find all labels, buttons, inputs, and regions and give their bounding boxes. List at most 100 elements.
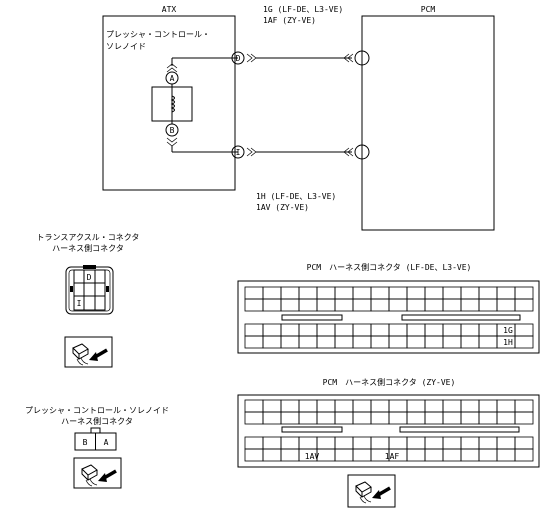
connector-pin-cell (406, 323, 426, 337)
connector-pin-cell (334, 448, 354, 462)
connector-pin-cell (352, 335, 372, 349)
connector-pin-cell (262, 411, 282, 425)
top-wire-label-2: 1AF (ZY-VE) (263, 16, 316, 25)
connector-pin-cell (514, 436, 534, 450)
connector-pin-cell (244, 436, 264, 450)
connector-pin-cell (478, 436, 498, 450)
connector-pin-cell (442, 298, 462, 312)
connector-pin-cell (280, 323, 300, 337)
transaxle-connector: トランスアクスル・コネクタ ハーネス側コネクタ D I (37, 233, 139, 315)
solenoid-conn-title-1: プレッシャ・コントロール・ソレノイド (25, 406, 169, 415)
connector-pin-cell (442, 399, 462, 413)
terminal-b: B (170, 126, 175, 135)
connector-pin-cell (424, 448, 444, 462)
pcm-connector-lf: PCM ハーネス側コネクタ (LF-DE、L3-VE) 1G 1H (237, 262, 540, 354)
terminal-i: I (236, 148, 241, 157)
connector-pin-cell (370, 323, 390, 337)
connector-pin-cell (280, 448, 300, 462)
connector-pin-cell (478, 323, 498, 337)
connector-pin-cell (460, 399, 480, 413)
connector-pin-cell (514, 298, 534, 312)
connector-pin-cell (298, 323, 318, 337)
connector-pin-cell (406, 411, 426, 425)
wire-bottom: I 1H (LF-DE、L3-VE) 1AV (ZY-VE) (231, 144, 370, 212)
connector-pin-cell (298, 286, 318, 300)
solenoid-connector: プレッシャ・コントロール・ソレノイド ハーネス側コネクタ B A (25, 406, 169, 451)
connector-pin-cell (496, 286, 516, 300)
connector-pin-cell (460, 335, 480, 349)
connector-pin-cell (262, 298, 282, 312)
connector-pin-cell (442, 286, 462, 300)
connector-pin-cell (478, 298, 498, 312)
connector-pin-cell (352, 323, 372, 337)
connector-pin-cell (424, 323, 444, 337)
connector-pin-cell (370, 411, 390, 425)
connector-pin-cell (388, 335, 408, 349)
connector-pin-cell (316, 436, 336, 450)
connector-pin-cell (280, 335, 300, 349)
connector-pin-cell (442, 323, 462, 337)
solenoid-pin-b: B (83, 438, 88, 447)
connector-pin-cell (244, 286, 264, 300)
pcm-lf-pin-1h: 1H (503, 338, 513, 347)
solenoid-symbol: A B (151, 57, 238, 153)
connector-pin-cell (352, 298, 372, 312)
pcm-label: PCM (421, 5, 436, 14)
connector-pin-cell (442, 335, 462, 349)
connector-pin-cell (352, 448, 372, 462)
connector-pin-cell (460, 323, 480, 337)
connector-pin-cell (406, 399, 426, 413)
connector-pin-cell (388, 436, 408, 450)
connector-pin-cell (460, 298, 480, 312)
pcm-lf-pin-1g: 1G (503, 326, 513, 335)
connector-pin-cell (262, 335, 282, 349)
transaxle-pin-d: D (87, 273, 92, 282)
connector-pin-cell (316, 286, 336, 300)
connector-pin-cell (334, 436, 354, 450)
connector-pin-cell (280, 399, 300, 413)
connector-pin-cell (334, 298, 354, 312)
connector-pin-cell (496, 411, 516, 425)
connector-pin-cell (262, 286, 282, 300)
connector-plug-icon (73, 457, 122, 489)
connector-pin-cell (460, 411, 480, 425)
connector-pin-cell (298, 335, 318, 349)
pcm-zy-pin-1av: 1AV (305, 452, 320, 461)
connector-pin-cell (352, 411, 372, 425)
pcm-zy-pin-1af: 1AF (385, 452, 400, 461)
connector-pin-cell (478, 335, 498, 349)
connector-pin-cell (406, 335, 426, 349)
connector-pin-cell (406, 298, 426, 312)
connector-pin-cell (442, 411, 462, 425)
connector-pin-cell (514, 448, 534, 462)
connector-pin-cell (406, 448, 426, 462)
connector-pin-cell (244, 298, 264, 312)
connector-pin-cell (280, 436, 300, 450)
connector-pin-cell (442, 436, 462, 450)
solenoid-label-line1: プレッシャ・コントロール・ (106, 30, 210, 39)
pcm-lf-title: PCM ハーネス側コネクタ (LF-DE、L3-VE) (307, 262, 472, 272)
connector-pin-cell (298, 436, 318, 450)
connector-pin-cell (496, 298, 516, 312)
wire-top: D 1G (LF-DE、L3-VE) 1AF (ZY-VE) (231, 5, 370, 66)
connector-pin-cell (352, 436, 372, 450)
connector-pin-cell (244, 411, 264, 425)
pcm-connector-zy: PCM ハーネス側コネクタ (ZY-VE) 1AV 1AF (237, 377, 540, 468)
connector-pin-cell (244, 399, 264, 413)
connector-pin-cell (514, 335, 534, 349)
connector-pin-cell (370, 298, 390, 312)
connector-pin-cell (334, 399, 354, 413)
connector-pin-cell (424, 335, 444, 349)
connector-pin-cell (244, 323, 264, 337)
connector-pin-cell (316, 298, 336, 312)
connector-pin-cell (478, 399, 498, 413)
bottom-wire-label-1: 1H (LF-DE、L3-VE) (256, 192, 336, 201)
solenoid-label-line2: ソレノイド (106, 42, 146, 51)
terminal-d: D (236, 54, 241, 63)
pcm-zy-title: PCM ハーネス側コネクタ (ZY-VE) (323, 377, 456, 387)
solenoid-pin-a: A (104, 438, 109, 447)
connector-pin-cell (334, 411, 354, 425)
connector-pin-cell (496, 436, 516, 450)
connector-pin-cell (280, 298, 300, 312)
connector-pin-cell (496, 448, 516, 462)
